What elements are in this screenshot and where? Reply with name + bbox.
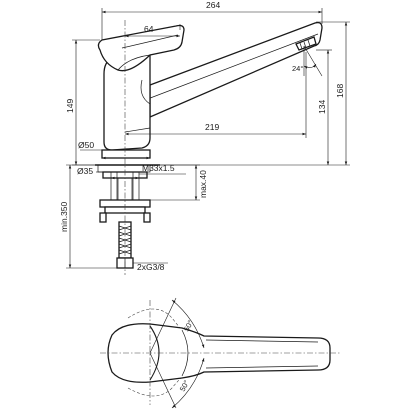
dim-shank-diameter: Ø35	[77, 166, 93, 176]
dim-connection: 2xG3/8	[137, 262, 165, 272]
dim-base-diameter: Ø50	[78, 140, 94, 150]
dim-rotation-right: 50°	[182, 319, 195, 333]
dim-rotation-left: 50°	[178, 379, 191, 393]
top-view: 50° 50°	[100, 297, 340, 409]
dim-max-deck: max.40	[198, 170, 208, 198]
dim-thread: M33x1.5	[142, 163, 175, 173]
spout-edge	[144, 33, 319, 101]
side-view: 264 64 219 168 134 24° 149 Ø50 Ø3	[59, 0, 350, 275]
dim-spout-reach: 219	[205, 122, 219, 132]
dim-spout-height: 134	[317, 100, 327, 114]
spout-outline	[149, 21, 323, 118]
dim-hose-length: min.350	[59, 201, 69, 232]
dim-overall-height: 168	[335, 84, 345, 98]
dim-spout-angle: 24°	[292, 64, 303, 73]
dim-overall-length: 264	[206, 0, 220, 10]
base-flange	[101, 149, 151, 159]
dim-body-height: 149	[65, 99, 75, 113]
dim-handle-width: 64	[144, 24, 154, 34]
